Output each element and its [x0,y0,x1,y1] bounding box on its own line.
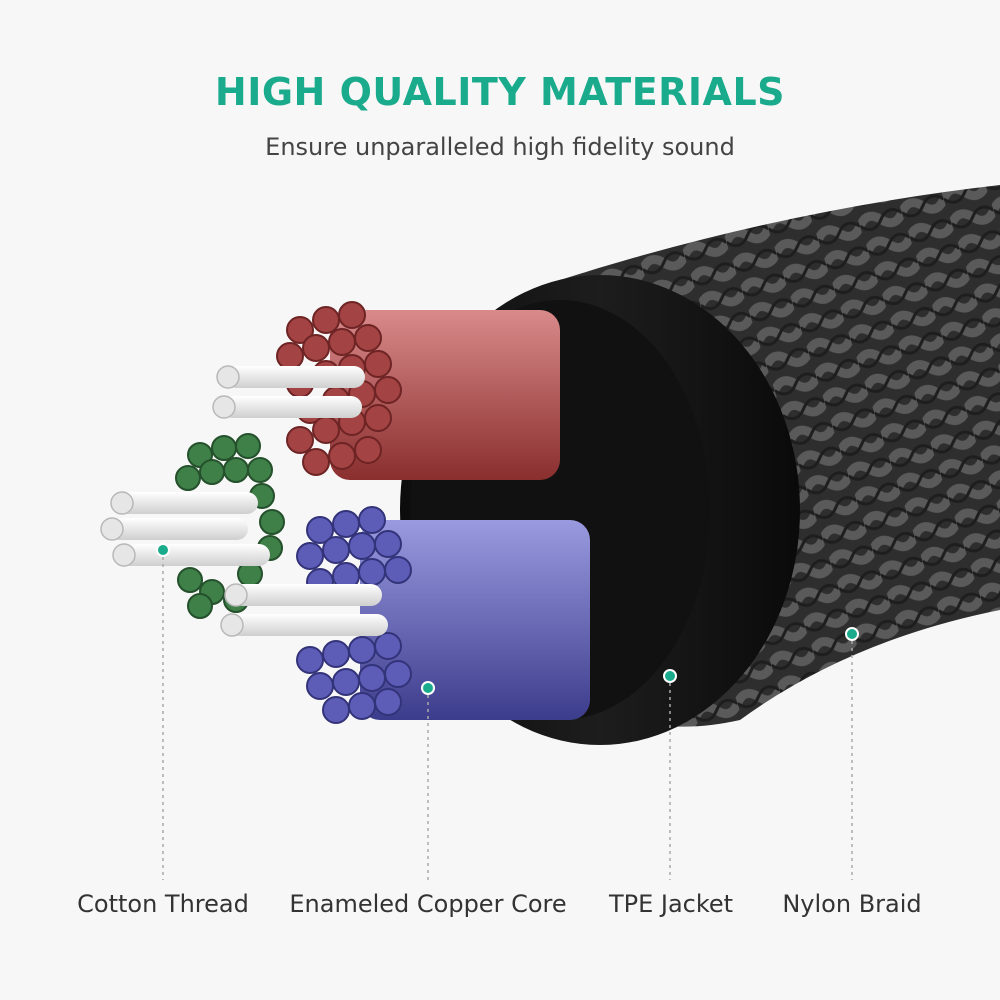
page-title: HIGH QUALITY MATERIALS [214,70,786,114]
nylon-braid-marker [845,627,859,641]
copper-core-marker [421,681,435,695]
label-copper-core: Enameled Copper Core [289,890,567,918]
label-nylon-braid: Nylon Braid [782,890,922,918]
tpe-jacket-marker [663,669,677,683]
copper-core-red [276,301,560,480]
cotton-thread-strands [100,365,388,637]
label-cotton-thread: Cotton Thread [77,890,249,918]
cotton-thread-marker [156,543,170,557]
copper-core-blue [296,506,590,724]
copper-core-green [175,433,285,619]
label-tpe-jacket: TPE Jacket [608,890,734,918]
page-subtitle: Ensure unparalleled high fidelity sound [265,133,735,161]
